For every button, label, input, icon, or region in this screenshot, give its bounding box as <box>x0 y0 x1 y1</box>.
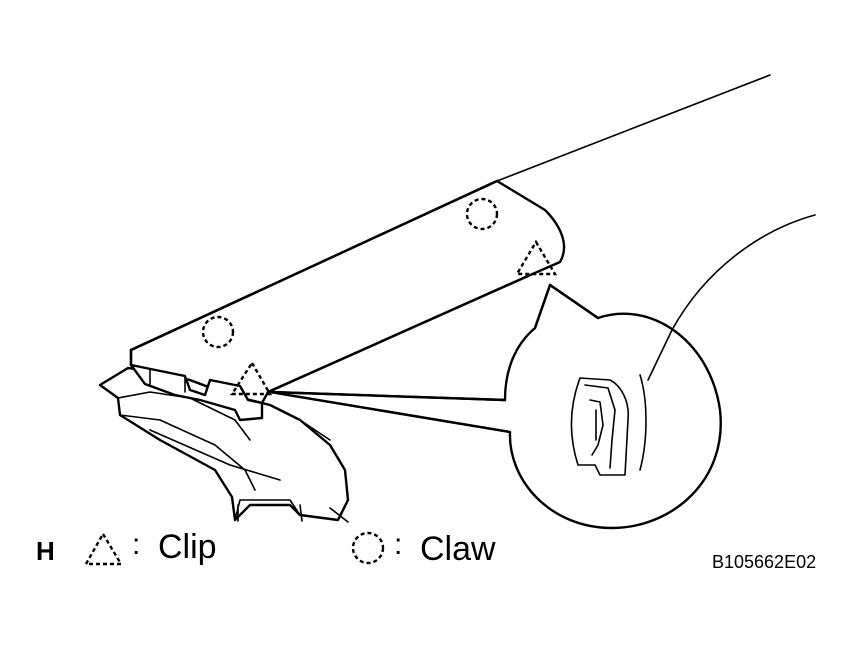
roof-trim-panel <box>129 179 566 422</box>
clip-label: Clip <box>158 528 217 566</box>
claw-separator: : <box>394 528 403 561</box>
clip-marker-lower <box>229 360 273 396</box>
claw-marker-upper <box>465 197 499 231</box>
claw-legend-icon <box>351 531 385 565</box>
clip-part-icon <box>570 377 630 476</box>
clip-marker-upper <box>514 239 558 276</box>
body-outline-upper <box>496 74 771 182</box>
claw-marker-lower <box>201 315 235 349</box>
claw-label: Claw <box>420 530 496 568</box>
figure-code: B105662E02 <box>712 552 817 572</box>
clip-detail-callout <box>268 283 722 530</box>
view-letter: H <box>36 536 55 566</box>
clip-legend-icon <box>83 531 124 566</box>
body-outline-curve <box>671 214 816 331</box>
clip-separator: : <box>132 528 141 561</box>
callout-leader <box>647 329 673 381</box>
